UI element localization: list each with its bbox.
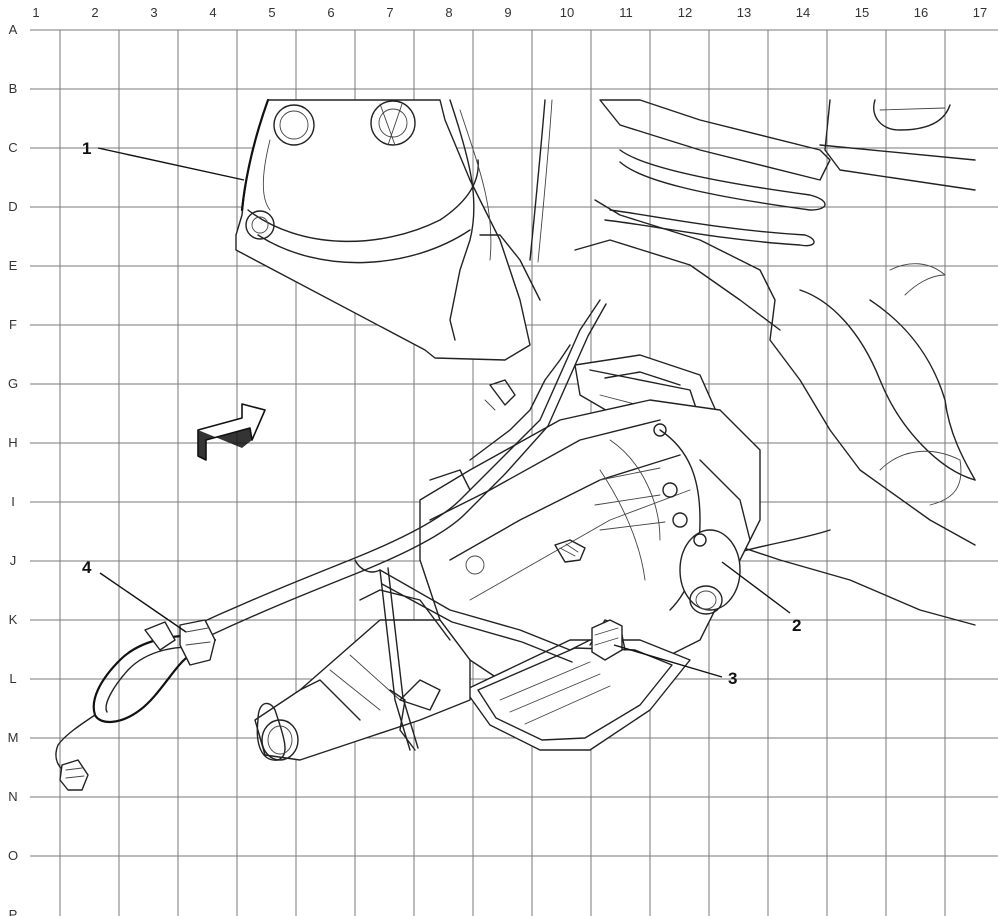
grid-row-label: G bbox=[8, 376, 18, 391]
grid-column-label: 15 bbox=[855, 5, 869, 20]
grid-row-label: B bbox=[9, 81, 18, 96]
grid-column-label: 2 bbox=[91, 5, 98, 20]
tail-housing bbox=[254, 589, 471, 761]
grid-column-label: 4 bbox=[209, 5, 216, 20]
grid-column-label: 11 bbox=[619, 5, 633, 20]
grid-column-label: 17 bbox=[973, 5, 987, 20]
grid-column-label: 3 bbox=[150, 5, 157, 20]
grid-row-label: J bbox=[10, 553, 17, 568]
grid-column-label: 9 bbox=[504, 5, 511, 20]
grid-row-label: P bbox=[9, 907, 18, 916]
grid-row-label: F bbox=[9, 317, 17, 332]
grid-row-labels: A B C D E F G H I J K L M N O P bbox=[8, 22, 19, 916]
grid-row-label: I bbox=[11, 494, 15, 509]
callout-3: 3 bbox=[728, 669, 737, 688]
speed-sensor bbox=[591, 619, 623, 661]
front-direction-arrow-icon bbox=[197, 403, 266, 461]
grid-row-label: E bbox=[9, 258, 18, 273]
grid-column-label: 10 bbox=[560, 5, 574, 20]
grid-row-label: D bbox=[8, 199, 17, 214]
grid-column-label: 6 bbox=[327, 5, 334, 20]
grid-column-label: 16 bbox=[914, 5, 928, 20]
callouts: 1 2 3 4 bbox=[82, 139, 801, 688]
grid-column-label: 7 bbox=[386, 5, 393, 20]
grid-column-label: 12 bbox=[678, 5, 692, 20]
callout-4: 4 bbox=[82, 558, 92, 577]
callout-1: 1 bbox=[82, 139, 91, 158]
grid-row-label: O bbox=[8, 848, 18, 863]
grid-row-label: L bbox=[9, 671, 16, 686]
grid-column-label: 8 bbox=[445, 5, 452, 20]
lines bbox=[184, 299, 607, 751]
grid-row-label: N bbox=[8, 789, 17, 804]
grid-row-label: C bbox=[8, 140, 17, 155]
wiring-harness bbox=[55, 619, 217, 791]
callout-2: 2 bbox=[792, 616, 801, 635]
grid-row-label: M bbox=[8, 730, 19, 745]
grid-row-label: K bbox=[9, 612, 18, 627]
grid-column-label: 13 bbox=[737, 5, 751, 20]
grid-column-label: 14 bbox=[796, 5, 810, 20]
callout-leaders bbox=[97, 147, 791, 678]
grid-column-label: 1 bbox=[32, 5, 39, 20]
grid-row-label: A bbox=[9, 22, 18, 37]
grid-row-label: H bbox=[8, 435, 17, 450]
illustration bbox=[55, 98, 976, 791]
frame-rails bbox=[529, 99, 976, 626]
grid-column-label: 5 bbox=[268, 5, 275, 20]
floor-pan bbox=[235, 98, 541, 361]
